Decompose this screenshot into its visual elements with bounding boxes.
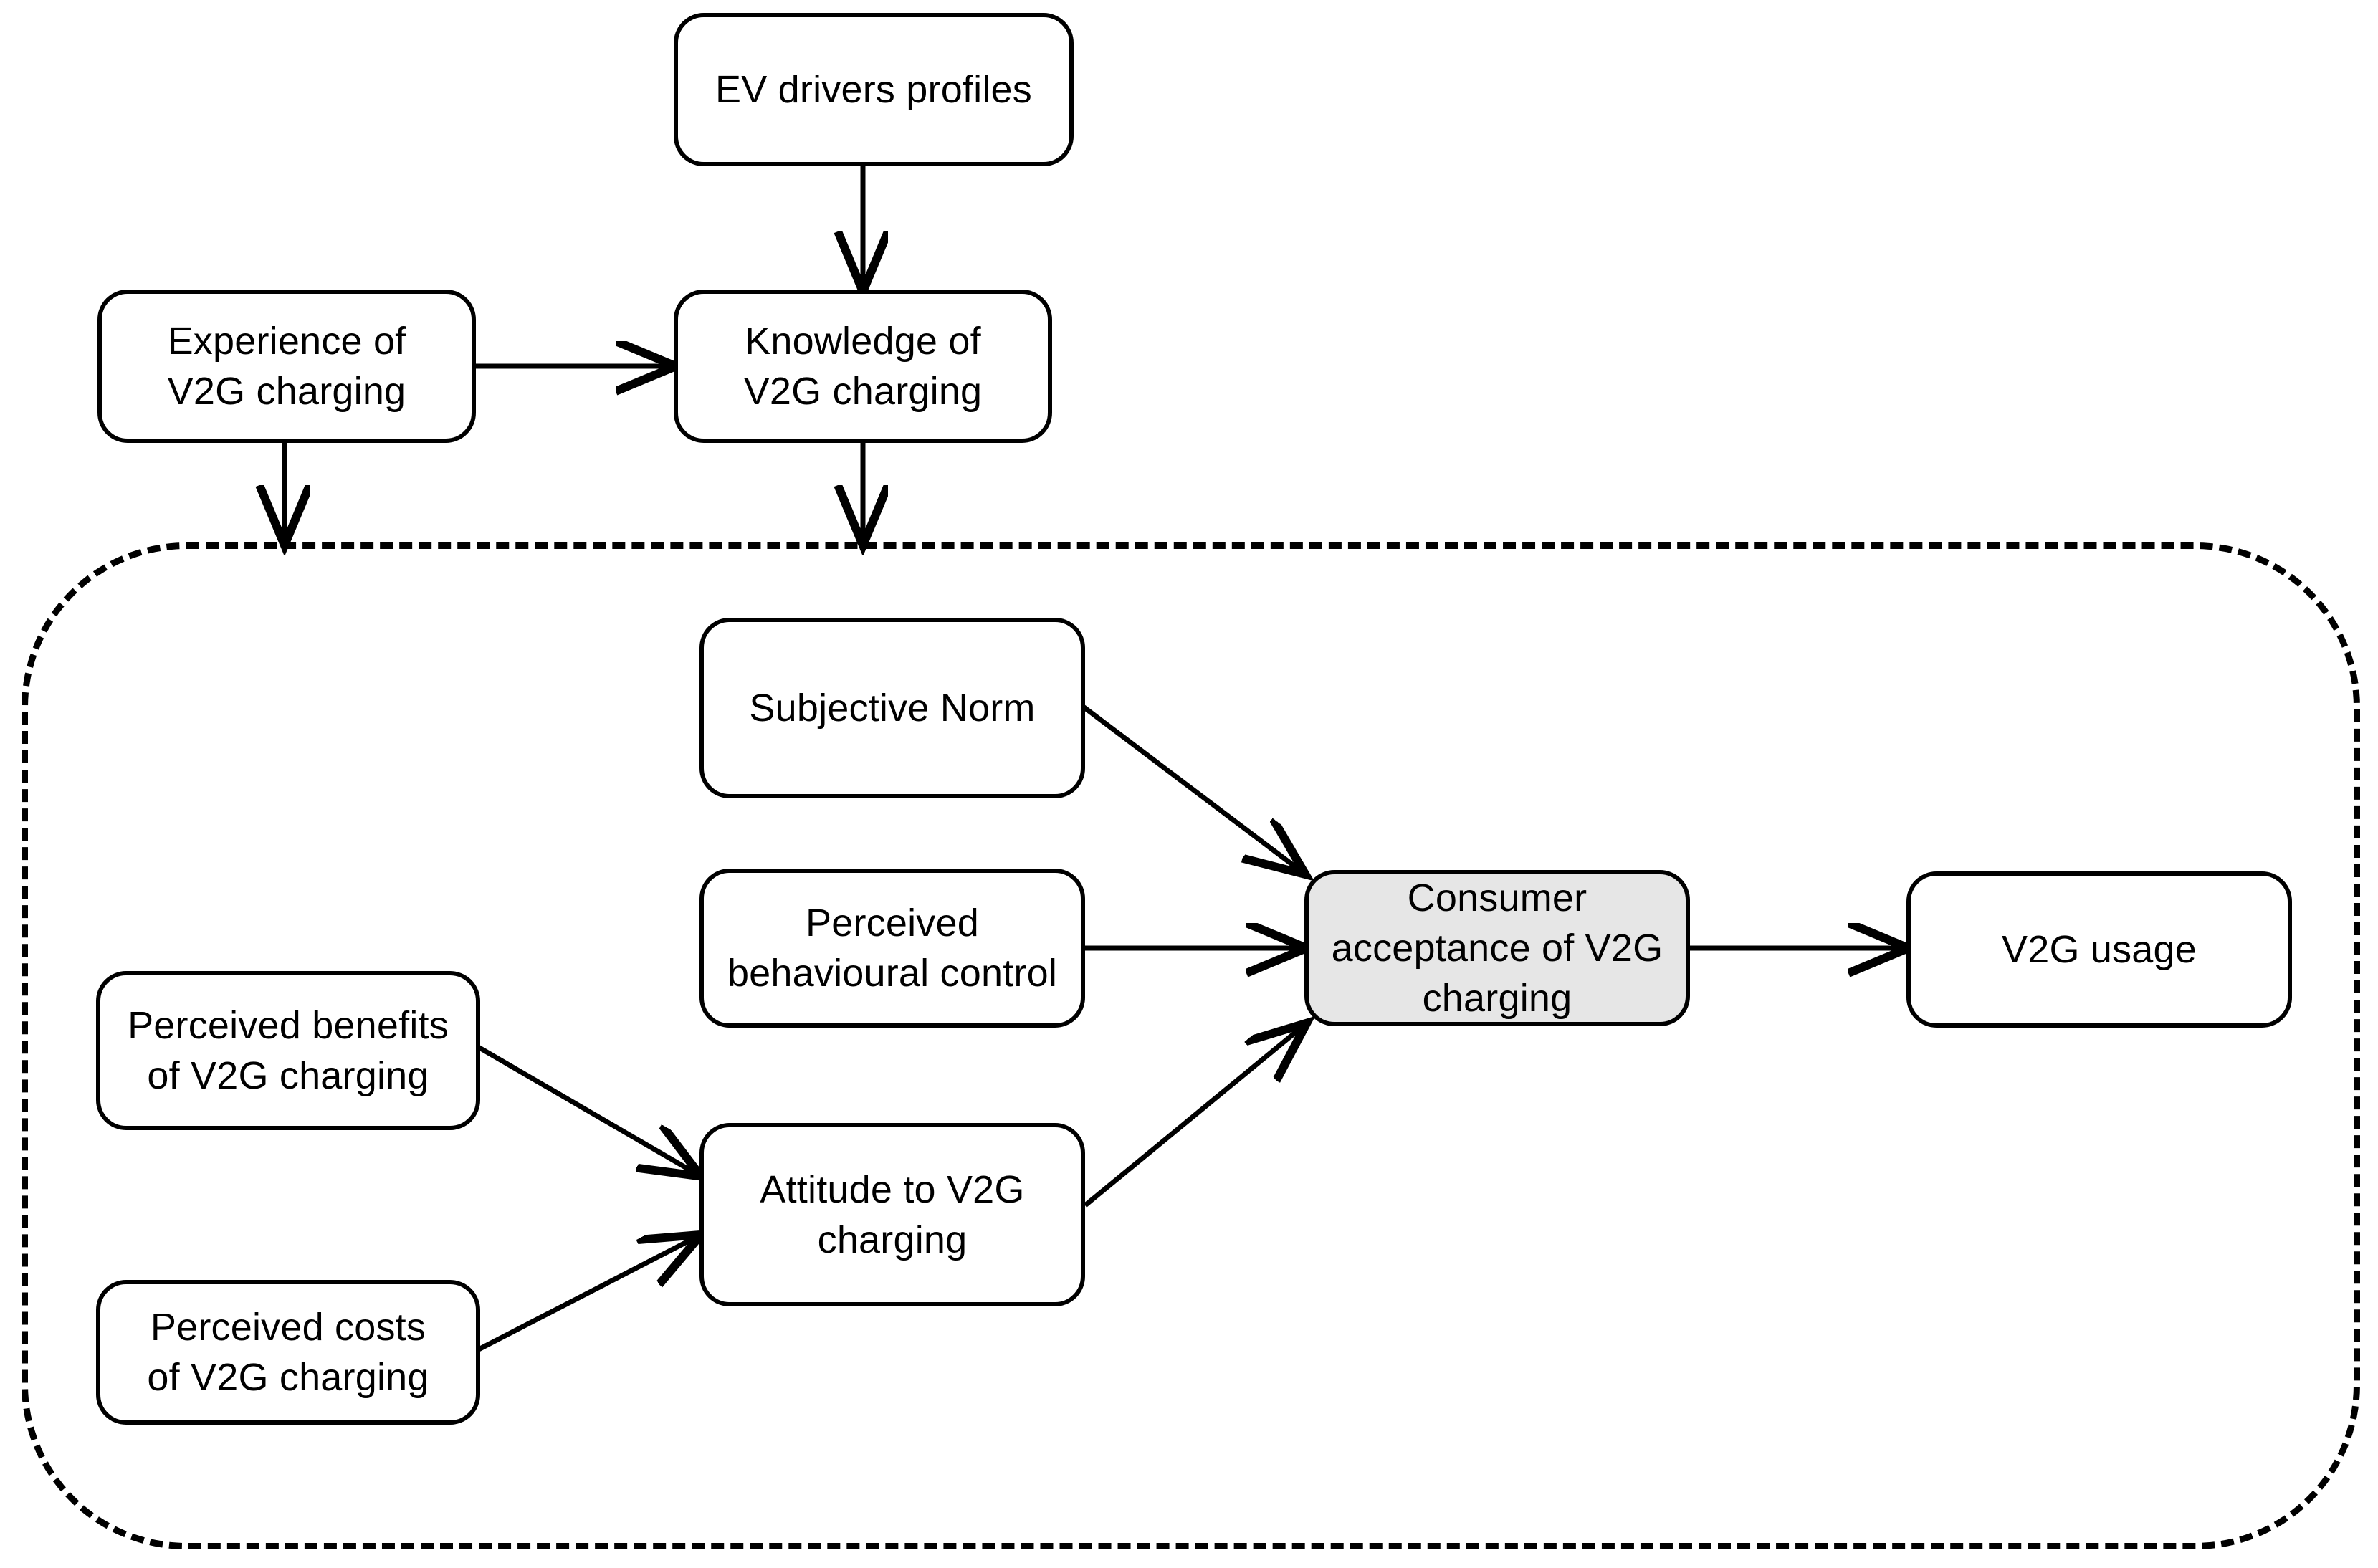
node-perceived-benefits-of-v2g-charging[interactable]: Perceived benefits of V2G charging xyxy=(96,971,480,1130)
node-attitude-to-v2g-charging[interactable]: Attitude to V2G charging xyxy=(699,1123,1085,1306)
node-perceived-behavioural-control[interactable]: Perceived behavioural control xyxy=(699,869,1085,1028)
node-subjective-norm[interactable]: Subjective Norm xyxy=(699,618,1085,798)
node-v2g-usage[interactable]: V2G usage xyxy=(1906,871,2292,1028)
node-ev-drivers-profiles[interactable]: EV drivers profiles xyxy=(674,13,1074,166)
node-knowledge-of-v2g-charging[interactable]: Knowledge of V2G charging xyxy=(674,290,1052,443)
node-consumer-acceptance-of-v2g-charging[interactable]: Consumer acceptance of V2G charging xyxy=(1304,870,1690,1026)
theory-of-planned-behaviour-boundary xyxy=(22,542,2360,1549)
node-experience-of-v2g-charging[interactable]: Experience of V2G charging xyxy=(97,290,476,443)
node-perceived-costs-of-v2g-charging[interactable]: Perceived costs of V2G charging xyxy=(96,1280,480,1425)
